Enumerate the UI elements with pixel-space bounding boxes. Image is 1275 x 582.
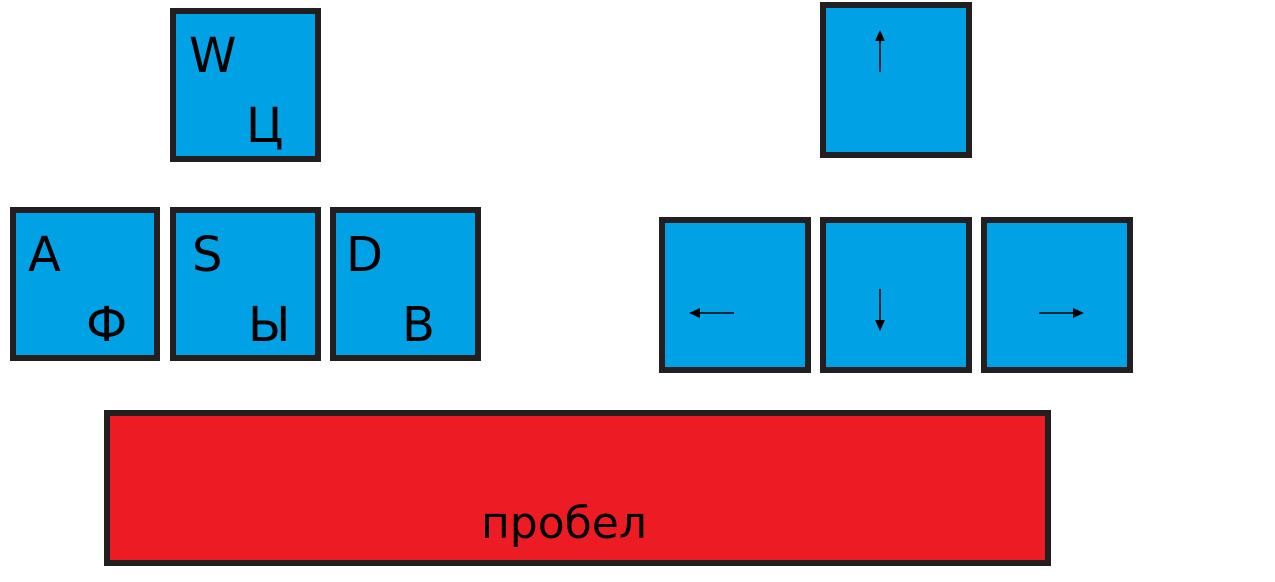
key-w-latin-label: W xyxy=(189,28,237,84)
arrow-right-icon xyxy=(1039,308,1084,318)
key-w-cyrillic-label: Ц xyxy=(246,98,284,154)
arrow-up-icon xyxy=(875,30,885,72)
key-d: D В xyxy=(330,207,481,361)
arrow-left-icon xyxy=(689,308,734,318)
key-s-cyrillic-label: Ы xyxy=(248,297,291,353)
key-d-cyrillic-label: В xyxy=(402,297,435,353)
key-space-label: пробел xyxy=(481,498,647,549)
key-arrow-down xyxy=(820,217,972,373)
key-s: S Ы xyxy=(170,207,321,361)
key-d-latin-label: D xyxy=(346,227,383,283)
key-arrow-left xyxy=(659,217,811,373)
key-a-cyrillic-label: Ф xyxy=(86,297,128,353)
key-a: A Ф xyxy=(10,207,160,361)
key-space: пробел xyxy=(104,410,1051,566)
key-s-latin-label: S xyxy=(192,227,223,283)
key-arrow-up xyxy=(820,2,972,158)
key-w: W Ц xyxy=(170,8,321,162)
arrow-down-icon xyxy=(875,289,885,331)
key-a-latin-label: A xyxy=(28,227,61,283)
key-arrow-right xyxy=(981,217,1133,373)
